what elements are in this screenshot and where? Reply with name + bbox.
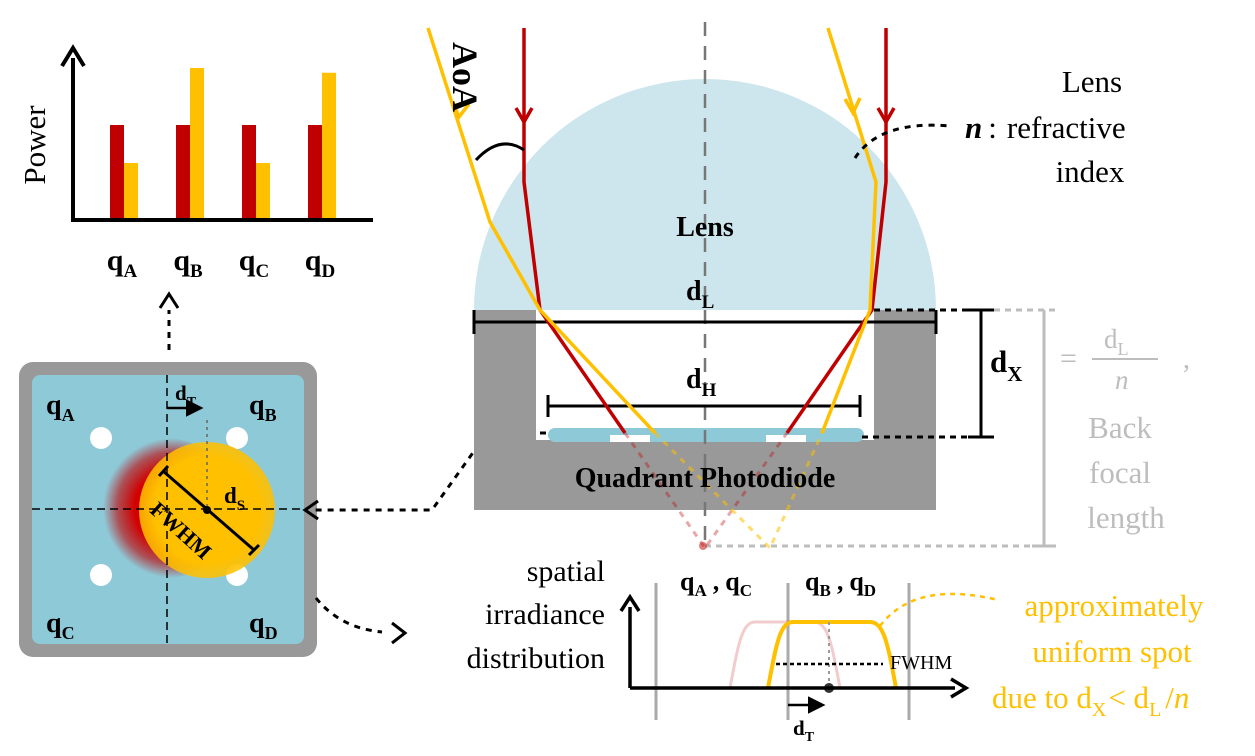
lens-cross-section: AoA Lens Quadrant Photodiode dL dH dX	[426, 22, 1056, 551]
svg-text:=: =	[1060, 342, 1077, 375]
power-bar-chart: Power qA qB qC qD	[17, 44, 373, 282]
bar-category-label: qC	[239, 244, 269, 282]
svg-text:Back: Back	[1088, 410, 1152, 445]
lens-annotation: Lens n:refractive index	[853, 64, 1126, 189]
bar-category-label: qB	[173, 244, 203, 282]
link-detector-to-irradiance	[314, 597, 408, 645]
quadrant-label: qA	[46, 390, 75, 425]
quadrant-label: qD	[249, 608, 278, 643]
bar-category-label: qA	[107, 244, 138, 282]
dS-label: dS	[224, 483, 245, 514]
fwhm-label-irradiance: FWHM	[890, 652, 952, 674]
svg-text:n: n	[1115, 365, 1129, 395]
photodiode-housing	[474, 310, 936, 510]
bar-qC-red	[242, 125, 256, 220]
aoa-arc	[474, 142, 525, 162]
link-detector-to-chart	[158, 291, 180, 350]
dL-label: dL	[686, 276, 714, 313]
svg-text:,: ,	[1183, 344, 1190, 375]
gold-ray-left	[426, 27, 657, 435]
bar-category-label: qD	[305, 244, 335, 282]
svg-text:distribution: distribution	[467, 642, 605, 675]
qB-qD-label: qB,qD	[805, 567, 876, 600]
dT-label-irradiance: dT	[793, 716, 815, 745]
quadrant-label: qC	[46, 608, 75, 643]
bar-qB-red	[176, 125, 190, 220]
bar-qC-gold	[256, 163, 270, 220]
svg-text:irradiance: irradiance	[485, 598, 605, 631]
svg-text:approximately: approximately	[1024, 588, 1204, 623]
bar-qD-red	[308, 125, 322, 220]
aoa-label: AoA	[445, 42, 485, 112]
back-focal-length-annotation: = dL n , Back focal length	[1060, 324, 1190, 535]
qA-qC-label: qA,qC	[680, 567, 752, 600]
dX-label: dX	[990, 344, 1022, 386]
svg-text:index: index	[1056, 154, 1125, 189]
red-ray-right	[785, 28, 896, 434]
svg-text:dL: dL	[1104, 324, 1129, 359]
svg-text:n:refractive: n:refractive	[965, 110, 1126, 145]
svg-text:spatial: spatial	[527, 555, 605, 588]
quadrant-label: qB	[249, 390, 277, 425]
svg-text:Lens: Lens	[1062, 64, 1122, 99]
gold-ray-right	[820, 27, 878, 434]
svg-text:uniform spot: uniform spot	[1032, 634, 1192, 669]
quadrant-photodiode-label: Quadrant Photodiode	[575, 463, 836, 494]
uniform-spot-note: approximately uniform spot due to dX< dL…	[879, 588, 1204, 721]
y-axis-label: Power	[17, 105, 52, 185]
bar-qB-gold	[190, 68, 204, 220]
bar-qD-gold	[322, 72, 336, 220]
y-axis-arrowhead	[60, 44, 86, 68]
red-ray-left	[514, 28, 627, 434]
svg-text:focal: focal	[1089, 455, 1151, 490]
irradiance-plot: spatial irradiance distribution FWHM dT …	[467, 555, 970, 745]
svg-text:due to dX< dL/n: due to dX< dL/n	[992, 680, 1189, 721]
bar-qA-red	[110, 125, 124, 220]
dH-label: dH	[686, 364, 717, 401]
bar-qA-gold	[124, 163, 138, 220]
svg-text:length: length	[1087, 500, 1165, 535]
dT-label-detector: dT	[175, 381, 197, 410]
lens-label: Lens	[676, 212, 734, 243]
